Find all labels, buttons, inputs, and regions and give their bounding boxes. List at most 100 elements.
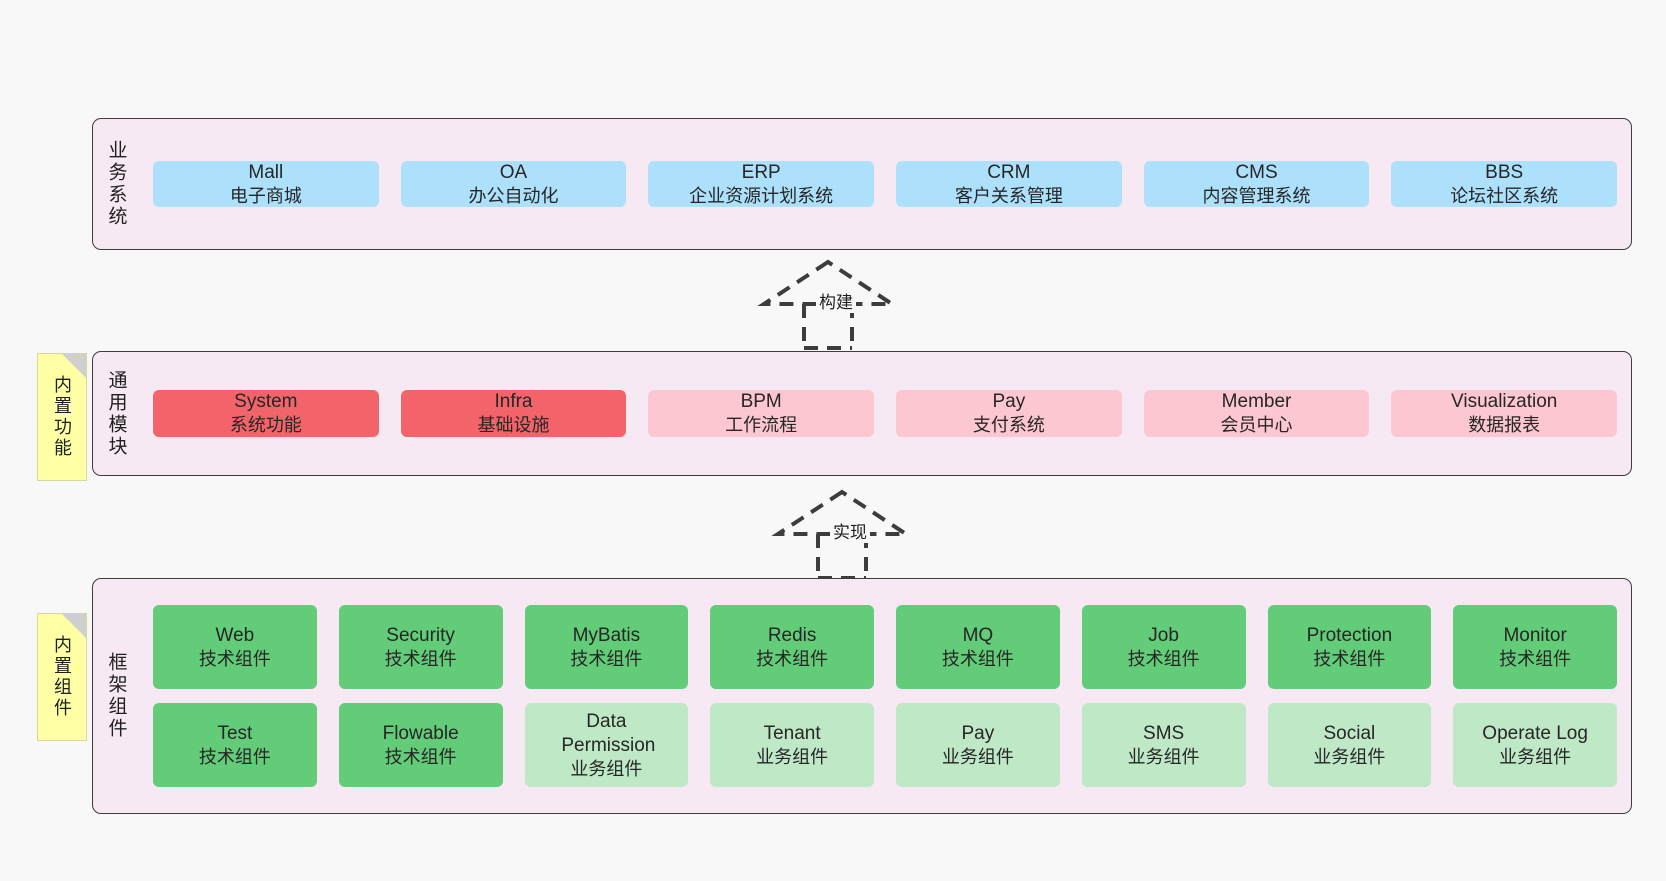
node-title: SMS (1143, 722, 1185, 744)
node-subtitle: 工作流程 (725, 415, 798, 436)
node-subtitle: 技术组件 (198, 648, 271, 669)
node-monitor[interactable]: Monitor 技术组件 (1453, 605, 1617, 689)
node-subtitle: 办公自动化 (468, 185, 559, 206)
node-row: System 系统功能 Infra 基础设施 BPM 工作流程 Pay 支付系统… (153, 390, 1618, 437)
node-oa[interactable]: OA 办公自动化 (400, 160, 627, 208)
node-title: Member (1221, 391, 1292, 413)
node-system[interactable]: System 系统功能 (153, 390, 379, 437)
node-member[interactable]: Member 会员中心 (1143, 390, 1370, 437)
note-fold-corner-icon (62, 354, 86, 378)
node-test[interactable]: Test 技术组件 (153, 703, 317, 787)
node-subtitle: 技术组件 (1127, 648, 1200, 669)
node-subtitle: 技术组件 (570, 648, 643, 669)
node-title: System (234, 391, 298, 413)
node-job[interactable]: Job 技术组件 (1081, 605, 1246, 689)
note-fold-corner-icon (62, 614, 86, 638)
node-cms[interactable]: CMS 内容管理系统 (1143, 160, 1370, 208)
node-title: Tenant (763, 722, 821, 744)
node-protection[interactable]: Protection 技术组件 (1267, 605, 1432, 689)
node-title: Protection (1306, 624, 1393, 646)
node-title: MQ (962, 624, 994, 646)
node-infra[interactable]: Infra 基础设施 (400, 390, 627, 437)
node-subtitle: 支付系统 (972, 415, 1045, 436)
node-title: Job (1148, 624, 1179, 646)
node-tenant[interactable]: Tenant 业务组件 (710, 703, 874, 787)
node-title: Test (217, 722, 253, 744)
layer-business-systems: 业务系统 Mall 电子商城 OA 办公自动化 ERP 企业资源计划系统 CRM… (92, 118, 1632, 250)
node-title: CRM (987, 161, 1031, 183)
node-operate-log[interactable]: Operate Log 业务组件 (1453, 703, 1617, 787)
layer-title-framework-components: 框架组件 (105, 652, 127, 740)
node-row: Web 技术组件 Security 技术组件 MyBatis 技术组件 Redi… (153, 605, 1617, 689)
node-subtitle: 客户关系管理 (954, 185, 1063, 206)
node-row: Mall 电子商城 OA 办公自动化 ERP 企业资源计划系统 CRM 客户关系… (153, 160, 1618, 208)
note-builtin-features: 内置功能 (37, 353, 87, 481)
layer-body-common-modules: System 系统功能 Infra 基础设施 BPM 工作流程 Pay 支付系统… (139, 352, 1631, 475)
connector-build-label: 构建 (816, 288, 856, 313)
node-row: Test 技术组件 Flowable 技术组件 Data Permission … (153, 703, 1617, 787)
node-title: CMS (1235, 161, 1278, 183)
node-title: Operate Log (1482, 722, 1588, 744)
node-subtitle: 业务组件 (1313, 746, 1386, 767)
node-title: MyBatis (572, 624, 641, 646)
node-title: OA (499, 161, 528, 183)
node-flowable[interactable]: Flowable 技术组件 (338, 703, 503, 787)
node-bbs[interactable]: BBS 论坛社区系统 (1391, 160, 1618, 208)
node-subtitle: 技术组件 (384, 648, 457, 669)
node-title: Redis (767, 624, 817, 646)
node-redis[interactable]: Redis 技术组件 (710, 605, 874, 689)
node-sms[interactable]: SMS 业务组件 (1081, 703, 1246, 787)
node-subtitle: 业务组件 (756, 746, 829, 767)
node-title: Mall (248, 161, 284, 183)
layer-title-common-modules: 通用模块 (105, 369, 127, 458)
node-subtitle: 业务组件 (941, 746, 1014, 767)
note-label: 内置组件 (52, 635, 72, 719)
node-subtitle: 论坛社区系统 (1450, 185, 1559, 206)
node-title: BPM (740, 391, 782, 413)
node-mall[interactable]: Mall 电子商城 (153, 160, 379, 208)
layer-framework-components: 框架组件 Web 技术组件 Security 技术组件 MyBatis 技术组件… (92, 578, 1632, 814)
node-bpm[interactable]: BPM 工作流程 (648, 390, 875, 437)
note-label: 内置功能 (52, 375, 72, 459)
node-subtitle: 业务组件 (1499, 746, 1572, 767)
node-security[interactable]: Security 技术组件 (338, 605, 503, 689)
node-subtitle: 技术组件 (384, 746, 457, 767)
node-subtitle: 技术组件 (198, 746, 271, 767)
connector-build: 构建 (757, 258, 899, 350)
node-subtitle: 技术组件 (941, 648, 1014, 669)
node-erp[interactable]: ERP 企业资源计划系统 (648, 160, 875, 208)
node-subtitle: 技术组件 (1499, 648, 1572, 669)
node-title: Monitor (1503, 624, 1567, 646)
node-social[interactable]: Social 业务组件 (1267, 703, 1432, 787)
layer-body-framework-components: Web 技术组件 Security 技术组件 MyBatis 技术组件 Redi… (139, 579, 1631, 813)
node-subtitle: 数据报表 (1468, 415, 1541, 436)
node-visualization[interactable]: Visualization 数据报表 (1391, 390, 1618, 437)
node-title: Social (1323, 722, 1376, 744)
node-data-permission[interactable]: Data Permission 业务组件 (524, 703, 689, 787)
connector-implement: 实现 (771, 488, 913, 580)
layer-body-business-systems: Mall 电子商城 OA 办公自动化 ERP 企业资源计划系统 CRM 客户关系… (139, 119, 1631, 249)
node-crm[interactable]: CRM 客户关系管理 (896, 160, 1122, 208)
node-subtitle: 业务组件 (1127, 746, 1200, 767)
node-mq[interactable]: MQ 技术组件 (896, 605, 1060, 689)
node-mybatis[interactable]: MyBatis 技术组件 (524, 605, 689, 689)
node-title: Pay (992, 391, 1026, 413)
node-title: Data Permission (561, 711, 656, 756)
node-web[interactable]: Web 技术组件 (153, 605, 317, 689)
node-title: BBS (1485, 161, 1524, 183)
node-subtitle: 电子商城 (229, 185, 302, 206)
node-title: Security (386, 624, 455, 646)
node-subtitle: 业务组件 (570, 758, 643, 779)
node-subtitle: 企业资源计划系统 (689, 185, 834, 206)
layer-common-modules: 通用模块 System 系统功能 Infra 基础设施 BPM 工作流程 Pay… (92, 351, 1632, 476)
note-builtin-components: 内置组件 (37, 613, 87, 741)
node-pay-component[interactable]: Pay 业务组件 (896, 703, 1060, 787)
node-subtitle: 基础设施 (477, 415, 550, 436)
node-subtitle: 会员中心 (1220, 415, 1293, 436)
node-pay-module[interactable]: Pay 支付系统 (896, 390, 1122, 437)
node-title: Web (215, 624, 255, 646)
node-title: ERP (741, 161, 781, 183)
node-title: Flowable (382, 722, 459, 744)
node-title: Visualization (1451, 391, 1558, 413)
